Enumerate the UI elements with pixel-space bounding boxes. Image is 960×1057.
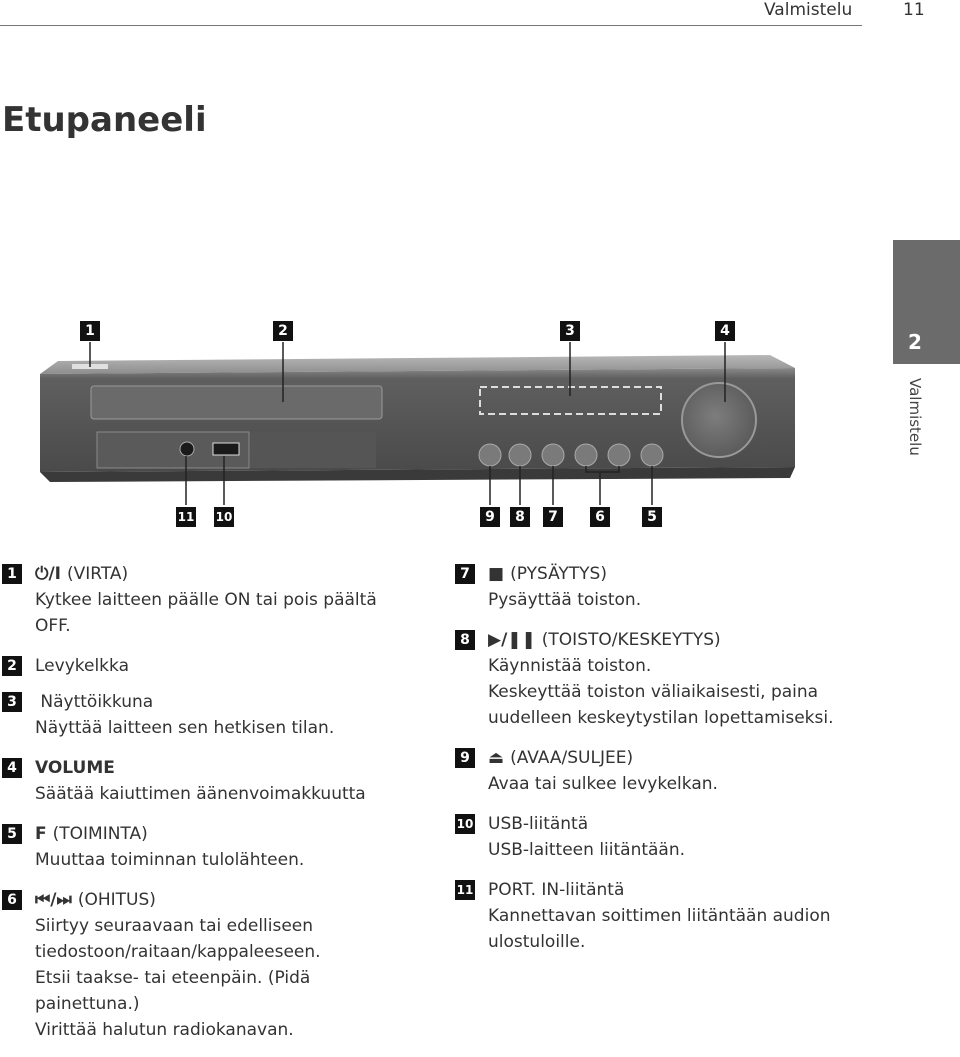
item-number: 5 xyxy=(2,824,22,844)
play-pause-icon: ▶/❚❚ xyxy=(488,630,536,650)
volume-knob xyxy=(681,382,757,458)
item-list-left: 1 ⏻/Ⅰ(VIRTA) Kytkee laitteen päälle ON t… xyxy=(2,561,402,1057)
figure-badge-11: 11 xyxy=(176,507,196,527)
side-tab-label-wrap: Valmistelu xyxy=(898,378,928,488)
item-number: 9 xyxy=(455,748,475,768)
port-in-jack xyxy=(179,441,195,457)
list-item: 5 F(TOIMINTA) Muuttaa toiminnan tuloläht… xyxy=(2,821,402,873)
list-item: 10 USB-liitäntä USB-laitteen liitäntään. xyxy=(455,811,850,863)
figure-badge-8: 8 xyxy=(510,507,530,527)
list-item: 4 VOLUME Säätää kaiuttimen äänenvoimakku… xyxy=(2,755,402,807)
figure-badge-7: 7 xyxy=(543,507,563,527)
device-top xyxy=(40,355,795,374)
item-heading: Näyttöikkuna xyxy=(35,692,154,712)
list-item: 3 Näyttöikkuna Näyttää laitteen sen hetk… xyxy=(2,689,402,741)
item-number: 11 xyxy=(455,880,475,900)
item-heading: USB-liitäntä xyxy=(488,814,589,834)
item-description: USB-laitteen liitäntään. xyxy=(488,840,686,860)
item-description: Näyttää laitteen sen hetkisen tilan. xyxy=(35,718,335,738)
list-item: 1 ⏻/Ⅰ(VIRTA) Kytkee laitteen päälle ON t… xyxy=(2,561,402,639)
page-number: 11 xyxy=(903,0,925,20)
item-heading: (AVAA/SULJEE) xyxy=(510,748,634,768)
item-number: 8 xyxy=(455,630,475,650)
list-item: 2 Levykelkka xyxy=(2,653,402,679)
header-rule xyxy=(0,25,862,26)
item-heading: VOLUME xyxy=(35,758,115,778)
side-tab xyxy=(893,240,960,364)
eject-icon: ⏏ xyxy=(488,748,505,768)
list-item: 7 ■(PYSÄYTYS) Pysäyttää toiston. xyxy=(455,561,850,613)
item-number: 7 xyxy=(455,564,475,584)
side-tab-number: 2 xyxy=(908,330,922,354)
lower-panel xyxy=(250,432,376,468)
item-description: Etsii taakse- tai eteenpäin. (Pidä paine… xyxy=(35,968,311,1014)
figure-badge-5: 5 xyxy=(642,507,662,527)
item-heading: (PYSÄYTYS) xyxy=(510,564,607,584)
item-number: 4 xyxy=(2,758,22,778)
item-description: Avaa tai sulkee levykelkan. xyxy=(488,774,718,794)
item-heading: (VIRTA) xyxy=(66,564,129,584)
page-title: Etupaneeli xyxy=(2,100,207,140)
item-number: 1 xyxy=(2,564,22,584)
usb-port xyxy=(212,442,240,456)
item-description: Pysäyttää toiston. xyxy=(488,590,642,610)
item-heading: (OHITUS) xyxy=(77,890,156,910)
item-number: 10 xyxy=(455,814,475,834)
figure-badge-6: 6 xyxy=(590,507,610,527)
item-description: Kytkee laitteen päälle ON tai pois päält… xyxy=(35,590,377,636)
front-panel-illustration xyxy=(40,342,795,505)
item-heading: PORT. IN-liitäntä xyxy=(488,880,625,900)
function-icon: F xyxy=(35,824,47,844)
stop-icon: ■ xyxy=(488,564,505,584)
figure-badge-3: 3 xyxy=(560,321,580,341)
figure-badge-10: 10 xyxy=(214,507,234,527)
skip-icon: ⏮/⏭ xyxy=(35,890,72,910)
item-description: Säätää kaiuttimen äänenvoimakkuutta xyxy=(35,784,366,804)
item-description: Siirtyy seuraavaan tai edelliseen tiedos… xyxy=(35,916,321,962)
item-description: Virittää halutun radiokanavan. xyxy=(35,1020,294,1040)
item-heading: (TOISTO/KESKEYTYS) xyxy=(541,630,721,650)
item-heading: (TOIMINTA) xyxy=(52,824,148,844)
list-item: 11 PORT. IN-liitäntä Kannettavan soittim… xyxy=(455,877,850,955)
side-tab-label: Valmistelu xyxy=(906,378,924,456)
item-description: Käynnistää toiston. xyxy=(488,656,652,676)
figure-badge-9: 9 xyxy=(480,507,500,527)
list-item: 6 ⏮/⏭(OHITUS) Siirtyy seuraavaan tai ede… xyxy=(2,887,402,1043)
header-section: Valmistelu xyxy=(764,0,853,20)
item-number: 6 xyxy=(2,890,22,910)
item-description: Muuttaa toiminnan tulolähteen. xyxy=(35,850,305,870)
disc-tray xyxy=(90,385,383,420)
item-heading: Levykelkka xyxy=(35,656,129,676)
item-number: 3 xyxy=(2,692,22,712)
leader-lines xyxy=(89,342,726,505)
item-description: Kannettavan soittimen liitäntään audion … xyxy=(488,906,831,952)
item-number: 2 xyxy=(2,656,22,676)
item-description: Keskeyttää toiston väliaikaisesti, paina… xyxy=(488,682,834,728)
figure-badge-1: 1 xyxy=(80,321,100,341)
power-icon: ⏻/Ⅰ xyxy=(35,564,61,584)
item-list-right: 7 ■(PYSÄYTYS) Pysäyttää toiston. 8 ▶/❚❚(… xyxy=(455,561,850,969)
figure-badge-2: 2 xyxy=(273,321,293,341)
list-item: 9 ⏏(AVAA/SULJEE) Avaa tai sulkee levykel… xyxy=(455,745,850,797)
list-item: 8 ▶/❚❚(TOISTO/KESKEYTYS) Käynnistää tois… xyxy=(455,627,850,731)
figure-badge-4: 4 xyxy=(715,321,735,341)
